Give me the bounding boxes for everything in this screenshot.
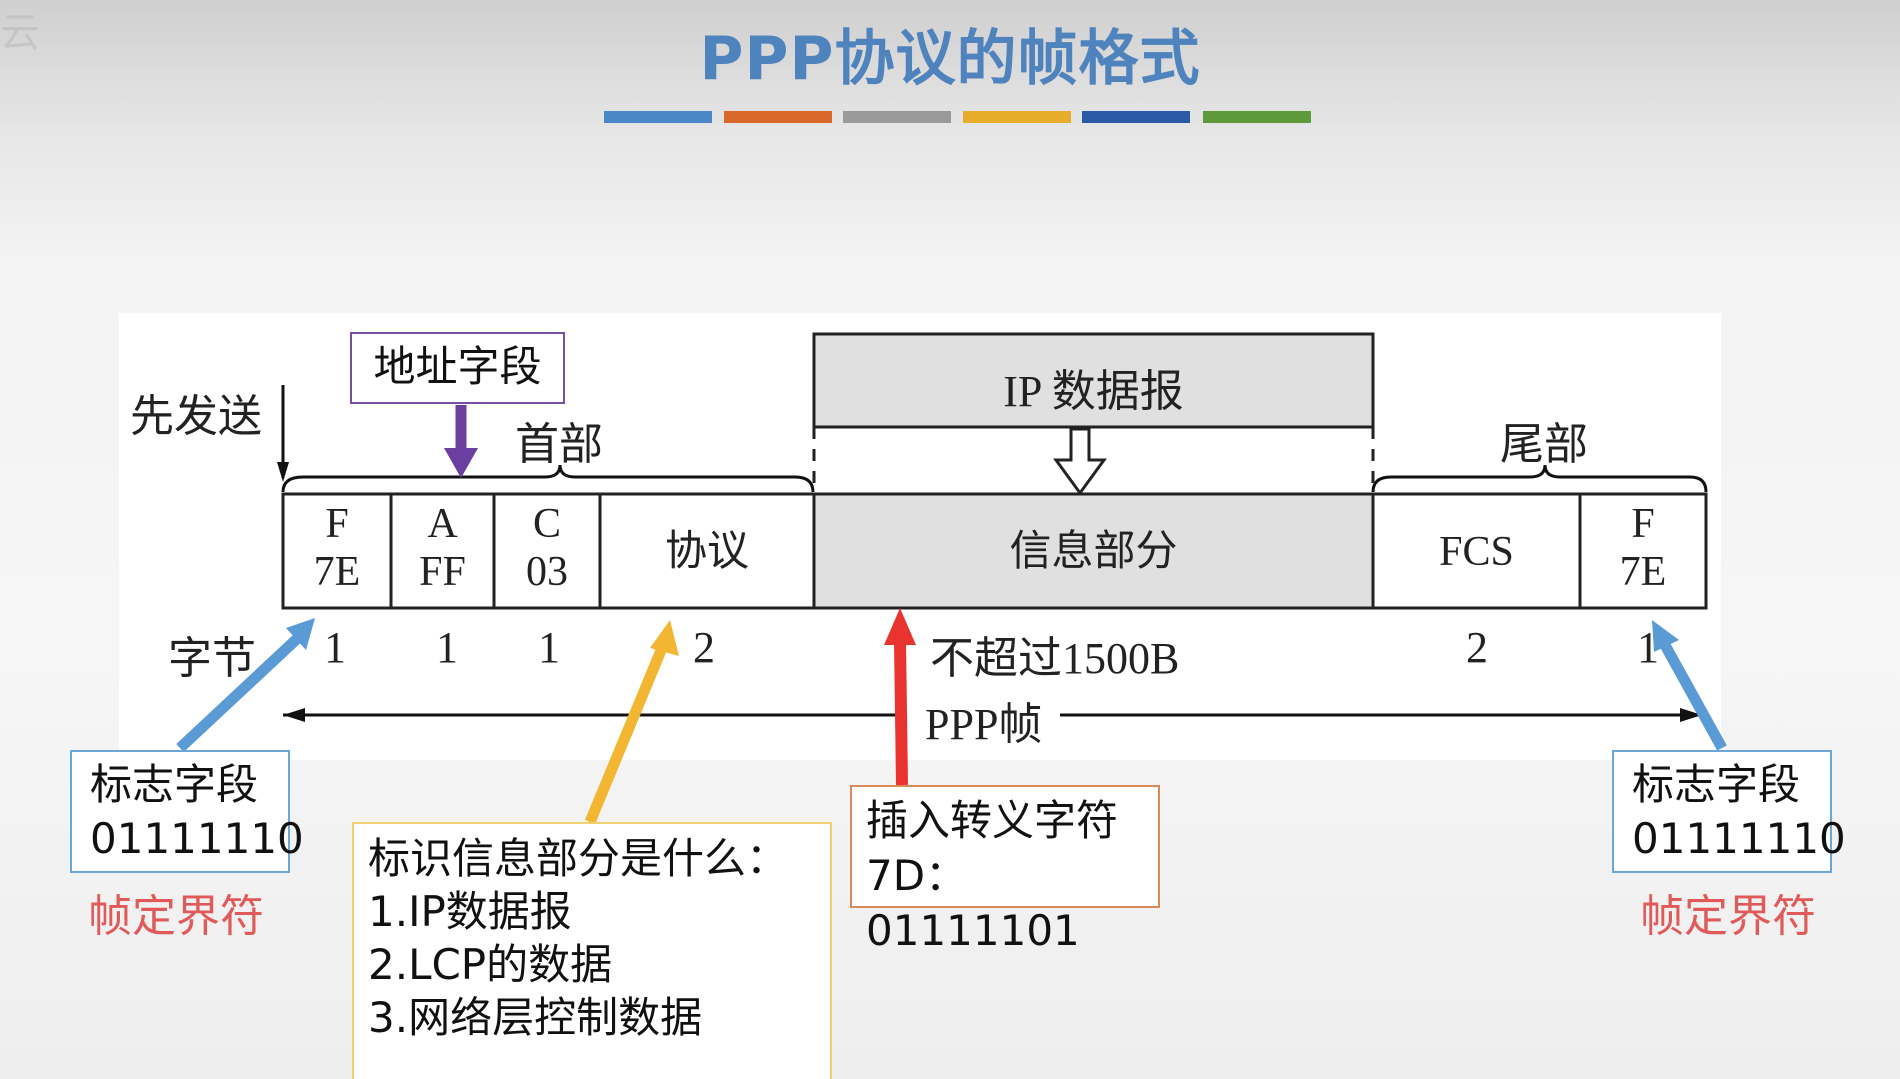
field-name: C	[532, 501, 561, 547]
field-value: 7E	[1619, 549, 1667, 596]
field-fcs: FCS	[1373, 528, 1580, 576]
protocol-note-title: 标识信息部分是什么：	[368, 834, 789, 883]
address-field-label: 地址字段	[373, 345, 542, 391]
ip-datagram-box	[812, 332, 1375, 429]
protocol-note: 标识信息部分是什么： 1.IP数据报 2.LCP的数据 3.网络层控制数据 ……	[352, 822, 832, 1079]
field-value: 03	[526, 549, 568, 596]
flag-note-value: 01111110	[1632, 814, 1846, 863]
field-value: FF	[419, 549, 466, 596]
send-first-arrowhead	[277, 462, 289, 482]
field-name: 信息部分	[1009, 529, 1178, 575]
frame-delimiter-caption-right: 帧定界符	[1640, 891, 1816, 942]
color-bar-2	[724, 111, 832, 123]
field-flag-end: F 7E	[1580, 500, 1706, 597]
field-value: 7E	[313, 549, 361, 596]
field-name: F	[325, 501, 349, 547]
blue-arrow-left-head	[286, 618, 315, 650]
field-protocol: 协议	[600, 528, 814, 576]
field-name: F	[1631, 501, 1655, 547]
blue-arrow-right-shaft	[1660, 642, 1727, 751]
color-bar-5	[1082, 111, 1190, 123]
bytes-label: 字节	[168, 634, 256, 683]
flag-note-value: 01111110	[90, 814, 304, 863]
header-brace	[281, 464, 815, 493]
field-information: 信息部分	[814, 528, 1373, 576]
address-field-box: 地址字段	[350, 332, 565, 404]
color-bar-4	[963, 111, 1071, 123]
ip-datagram-label: IP 数据报	[1003, 367, 1184, 416]
color-bar-6	[1203, 111, 1311, 123]
protocol-note-item: ……	[368, 1046, 452, 1079]
field-name: 协议	[664, 529, 749, 575]
flag-field-note-left: 标志字段 01111110	[70, 750, 304, 873]
field-flag-start: F 7E	[283, 500, 391, 597]
blue-arrow-left-shaft	[176, 631, 304, 753]
ppp-frame-label: PPP帧	[925, 700, 1043, 749]
color-bar-3	[843, 111, 951, 123]
blue-arrow-right-head	[1652, 620, 1679, 652]
trailer-brace	[1371, 464, 1708, 493]
flag-note-title: 标志字段	[90, 760, 259, 809]
purple-arrow-head	[444, 448, 478, 478]
field-address: A FF	[391, 500, 494, 597]
watermark-logo: 云	[0, 10, 40, 56]
hollow-down-arrow	[1053, 427, 1107, 496]
bytes-flag-end: 1	[1637, 623, 1659, 672]
red-arrow-shaft	[894, 639, 908, 786]
yellow-arrow-shaft	[584, 645, 668, 825]
bytes-fcs: 2	[1466, 623, 1488, 672]
field-name: FCS	[1439, 529, 1514, 575]
header-label: 首部	[515, 420, 603, 469]
send-first-label: 先发送	[130, 392, 262, 441]
protocol-note-item: 3.网络层控制数据	[368, 993, 703, 1042]
protocol-note-item: 1.IP数据报	[368, 887, 572, 936]
flag-field-note-right: 标志字段 01111110	[1612, 750, 1846, 873]
frame-delimiter-caption-left: 帧定界符	[88, 891, 264, 942]
bytes-control: 1	[538, 623, 560, 672]
page-title: PPP协议的帧格式	[699, 24, 1201, 94]
color-bar-1	[604, 111, 712, 123]
protocol-note-item: 2.LCP的数据	[368, 940, 613, 989]
info-field-fill	[812, 492, 1375, 610]
bytes-protocol: 2	[693, 623, 715, 672]
escape-note: 插入转义字符 7D：01111101	[850, 785, 1160, 955]
flag-note-title: 标志字段	[1632, 760, 1801, 809]
bytes-address: 1	[436, 623, 458, 672]
field-control: C 03	[494, 500, 600, 597]
trailer-label: 尾部	[1500, 420, 1588, 469]
bytes-information: 不超过1500B	[930, 634, 1180, 683]
red-arrow-head	[884, 608, 916, 645]
escape-note-title: 插入转义字符	[866, 796, 1119, 845]
yellow-arrow-head	[650, 620, 679, 656]
field-name: A	[427, 501, 458, 547]
bytes-flag-start: 1	[324, 623, 346, 672]
escape-note-value: 7D：01111101	[866, 851, 1080, 955]
